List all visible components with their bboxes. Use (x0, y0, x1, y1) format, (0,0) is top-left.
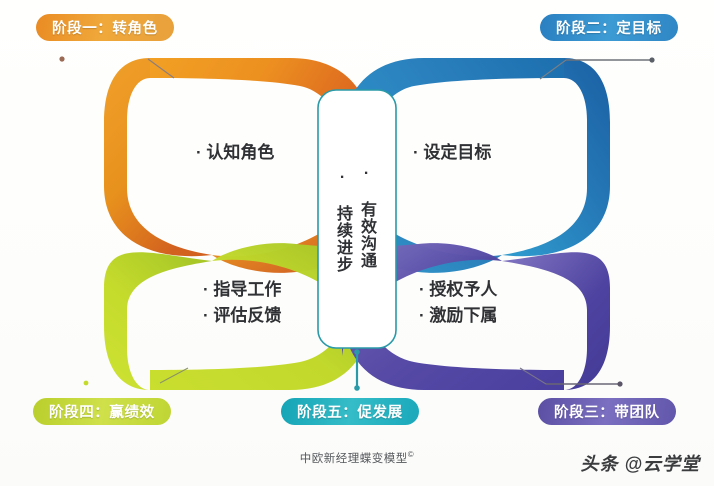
wing-item: · 激励下属 (419, 306, 498, 326)
stage-pill-4-label: 阶段四：赢绩效 (49, 405, 155, 421)
butterfly-body-panel (317, 89, 397, 349)
model-caption: 中欧新经理蝶变模型© (0, 450, 714, 466)
wing-item: · 认知角色 (196, 143, 275, 162)
wing-item: · 设定目标 (413, 143, 492, 162)
leader-line-stage-1 (59, 56, 175, 79)
stage-pill-5[interactable]: 阶段五：促发展 (281, 398, 419, 425)
wing-content-top-left: · 认知角色 (196, 140, 274, 166)
wing-bottom-right-right-stroke (502, 252, 610, 390)
watermark-label: 头条 @云学堂 (580, 454, 700, 474)
stage-pill-3-label: 阶段三：带团队 (554, 405, 660, 421)
wing-bottom-left-left-stroke (104, 252, 212, 390)
wing-item: · 评估反馈 (203, 306, 282, 326)
wing-top-left-left-stroke (104, 58, 212, 257)
leader-line-stage-4 (83, 367, 189, 386)
model-caption-text: 中欧新经理蝶变模型 (299, 453, 408, 465)
stage-pill-3[interactable]: 阶段三：带团队 (538, 398, 676, 425)
copyright-mark: © (407, 450, 415, 460)
body-text-left-column: · 持续进步 (334, 169, 351, 273)
wing-content-bottom-left: · 指导工作 · 评估反馈 (203, 277, 281, 330)
stage-pill-2-label: 阶段二：定目标 (556, 21, 662, 37)
wing-top-left-upper-stroke (150, 58, 372, 235)
wing-item: · 授权予人 (419, 280, 498, 299)
wing-content-bottom-right: · 授权予人 · 激励下属 (419, 277, 497, 330)
leader-line-stage-2 (539, 57, 655, 80)
stage-pill-1[interactable]: 阶段一：转角色 (36, 14, 174, 41)
stage-pill-4[interactable]: 阶段四：赢绩效 (33, 398, 171, 425)
stage-pill-5-label: 阶段五：促发展 (297, 405, 403, 421)
wing-bottom-left-lower-stroke (150, 236, 372, 390)
wing-bottom-right-lower-stroke (342, 236, 564, 390)
leader-line-stage-5 (354, 349, 360, 391)
wing-top-right-right-stroke (502, 58, 610, 257)
stage-pill-2[interactable]: 阶段二：定目标 (540, 14, 678, 41)
wing-content-top-right: · 设定目标 (413, 140, 491, 166)
body-text-right-column: · 有效沟通 (358, 165, 375, 269)
wing-item: · 指导工作 (203, 280, 282, 299)
wing-top-right-upper-stroke (342, 58, 564, 235)
leader-line-stage-3 (519, 367, 623, 387)
stage-pill-1-label: 阶段一：转角色 (52, 21, 158, 37)
